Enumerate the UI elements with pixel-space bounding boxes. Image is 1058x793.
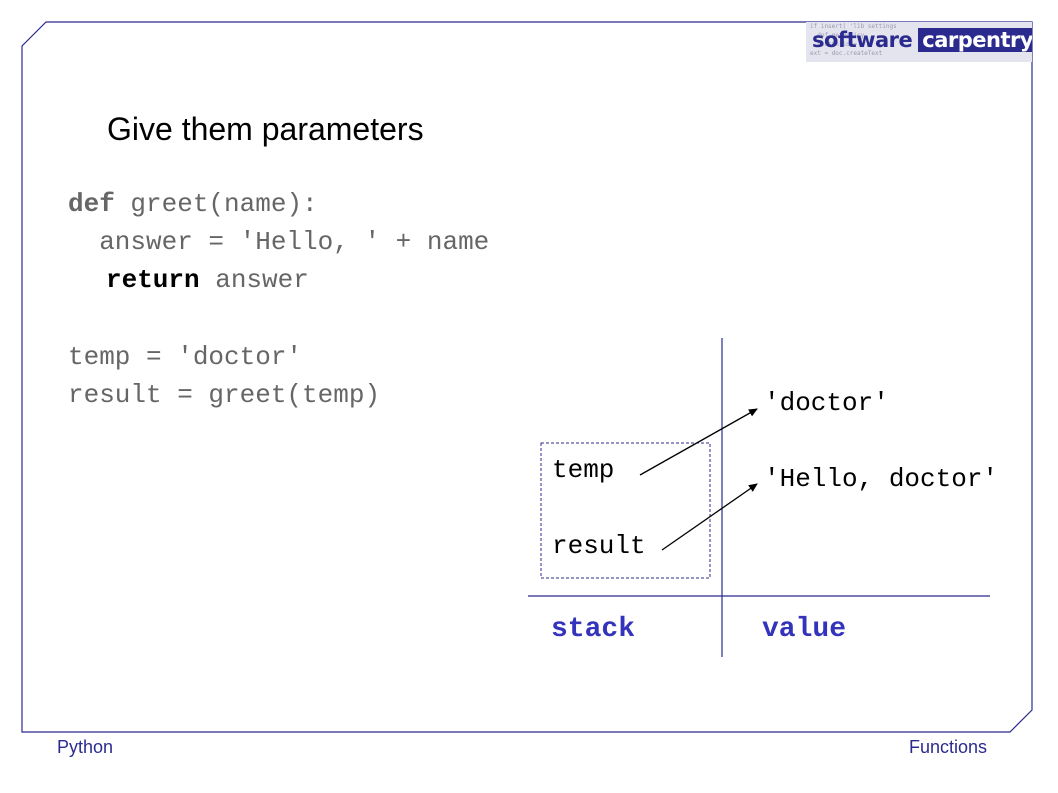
logo-word-carpentry: carpentry <box>918 28 1032 52</box>
logo-word-software: software <box>812 28 913 52</box>
arrow-result-to-hello-doctor <box>661 483 758 551</box>
value-hello-doctor: 'Hello, doctor' <box>764 464 999 494</box>
logo-code-snippet: if insert( 'lib settings def getPolicy t… <box>810 23 897 57</box>
code-line-answer: answer = 'Hello, ' + name <box>68 227 490 257</box>
footer-left: Python <box>57 737 114 757</box>
code-return-rest: answer <box>199 265 309 295</box>
footer-right: Functions <box>909 737 988 757</box>
software-carpentry-logo: if insert( 'lib settings def getPolicy t… <box>806 22 1032 62</box>
label-stack: stack <box>551 614 636 645</box>
stack-var-temp: temp <box>552 455 615 485</box>
keyword-return: return <box>106 265 200 295</box>
stack-frame-box <box>540 442 711 579</box>
slide-title: Give them parameters <box>107 111 424 147</box>
value-doctor: 'doctor' <box>764 388 889 418</box>
code-line-result: result = greet(temp) <box>68 380 381 410</box>
code-line-return: return answer <box>106 265 309 295</box>
arrow-temp-to-doctor <box>639 408 758 476</box>
code-line-temp: temp = 'doctor' <box>68 342 303 372</box>
keyword-def: def <box>68 189 115 219</box>
stack-var-result: result <box>552 531 646 561</box>
code-def-rest: greet(name): <box>114 189 318 219</box>
label-value: value <box>762 614 847 645</box>
code-line-def: def greet(name): <box>68 189 318 219</box>
